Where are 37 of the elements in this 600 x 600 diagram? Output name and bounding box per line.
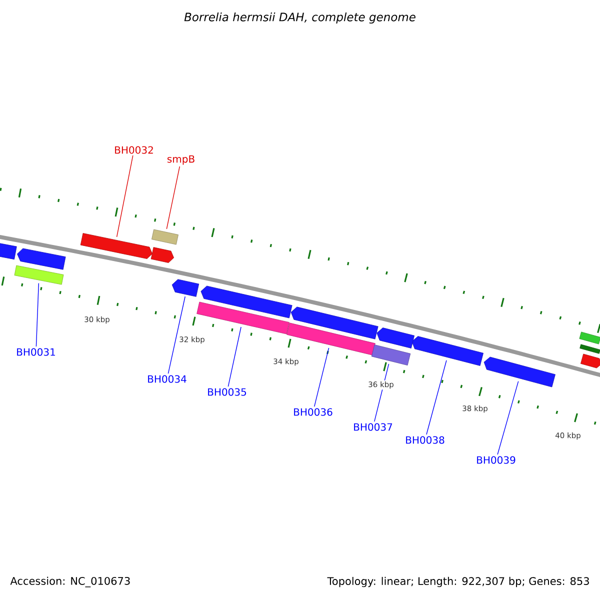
leader-line [426,360,447,435]
gene-feature [376,328,415,348]
gene-feature [371,344,411,366]
gene-feature [290,306,378,340]
leader-line [497,380,519,455]
leader-line [116,155,134,238]
gene-label: BH0031 [17,348,55,356]
leader-line [166,166,180,230]
gene-label: BH0034 [148,375,186,383]
leader-line [36,282,40,347]
gene-feature [579,332,600,344]
gene-label: BH0032 [115,146,153,154]
gene-label: BH0038 [406,436,444,444]
leader-line [228,326,242,387]
footer-text: Topology: linear; Length: 922,307 bp; Genes: 853 [326,576,591,588]
gene-feature [286,322,376,356]
gene-feature [152,229,178,245]
gene-feature [484,356,556,388]
gene-feature [580,354,600,368]
gene-label: BH0036 [294,408,332,416]
title: Borrelia hermsii DAH, complete genome [184,12,416,24]
leader-line [314,348,330,407]
gene-label: BH0039 [477,456,516,464]
gene-feature [200,286,292,318]
gene-feature [580,344,600,354]
gene-label: smpB [167,155,194,165]
gene-label: BH0037 [354,423,392,431]
gene-feature [80,233,152,259]
gene-feature [196,302,290,334]
gene-feature [412,336,484,366]
gene-feature [14,265,64,285]
gene-feature [172,279,200,297]
footer-text: Accession: NC_010673 [9,576,132,588]
gene-feature [0,240,17,260]
gene-label: BH0035 [208,388,246,396]
leader-line [168,296,186,374]
gene-feature [150,247,174,263]
